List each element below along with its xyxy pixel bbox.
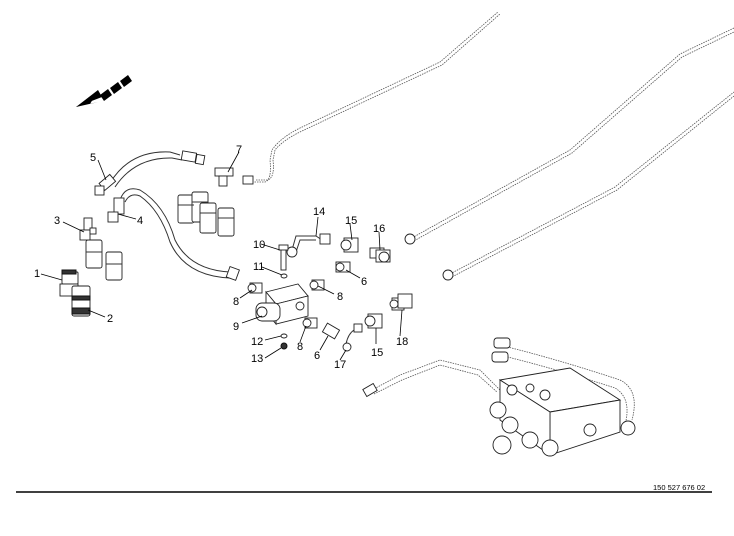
- callout-11: 11: [253, 261, 264, 273]
- callout-9: 9: [233, 321, 239, 333]
- callout-1: 1: [34, 268, 40, 280]
- washer-upper: [280, 273, 288, 279]
- callout-3: 3: [54, 215, 60, 227]
- hydraulic-line-upper: [242, 11, 501, 185]
- callout-10: 10: [253, 239, 265, 251]
- callout-6-upper: 6: [361, 276, 367, 288]
- cross-fitting: [389, 293, 413, 311]
- arrow-down-left-icon: [76, 75, 132, 107]
- callout-5: 5: [90, 152, 96, 164]
- bolt: [278, 244, 289, 271]
- nut: [280, 342, 288, 350]
- elbow-fitting: [79, 217, 97, 241]
- control-valve-assembly: [362, 337, 636, 457]
- tee-adapter: [369, 247, 391, 263]
- callout-8-bottom: 8: [297, 341, 303, 353]
- washer-lower: [280, 333, 288, 339]
- reducer-fitting-lower: [364, 313, 383, 329]
- adapter-nipple-bottom: [302, 317, 318, 329]
- swivel-elbow: [342, 323, 363, 352]
- solenoid-valve-block: [255, 283, 309, 326]
- quick-coupler-male: [71, 285, 91, 317]
- reducer-fitting-upper: [340, 237, 359, 253]
- document-number: 150 527 676 02: [653, 483, 705, 492]
- banjo-fitting-lower: [321, 322, 341, 340]
- adapter-nipple-left: [247, 282, 263, 294]
- callout-18: 18: [396, 336, 408, 348]
- callout-6-lower: 6: [314, 350, 320, 362]
- tee-fitting: [214, 167, 234, 187]
- bent-pipe: [286, 233, 331, 258]
- callout-2: 2: [107, 313, 113, 325]
- callout-4: 4: [137, 215, 143, 227]
- callout-15-lower: 15: [371, 347, 383, 359]
- hydraulic-hose-short: [94, 150, 206, 196]
- callout-14: 14: [313, 206, 325, 218]
- coupler-group-left: [85, 239, 123, 281]
- callout-17: 17: [334, 359, 346, 371]
- leader-lines: [40, 151, 403, 361]
- coupler-group-middle: [177, 191, 235, 237]
- callout-labels: 1 2 3 4 5 6 6 7 8 8 8 9 10 11 12 13 14 1…: [34, 144, 408, 371]
- hydraulic-line-lower: [442, 91, 734, 281]
- callout-12: 12: [251, 336, 263, 348]
- hydraulic-hose-long: [107, 188, 240, 281]
- callout-8-right: 8: [337, 291, 343, 303]
- callout-7: 7: [236, 144, 242, 156]
- callout-13: 13: [251, 353, 263, 365]
- callout-15-upper: 15: [345, 215, 357, 227]
- callout-8-left: 8: [233, 296, 239, 308]
- adapter-nipple-right: [309, 279, 325, 291]
- banjo-fitting-upper: [335, 261, 351, 273]
- callout-16: 16: [373, 223, 385, 235]
- hydraulic-line-middle: [404, 27, 734, 245]
